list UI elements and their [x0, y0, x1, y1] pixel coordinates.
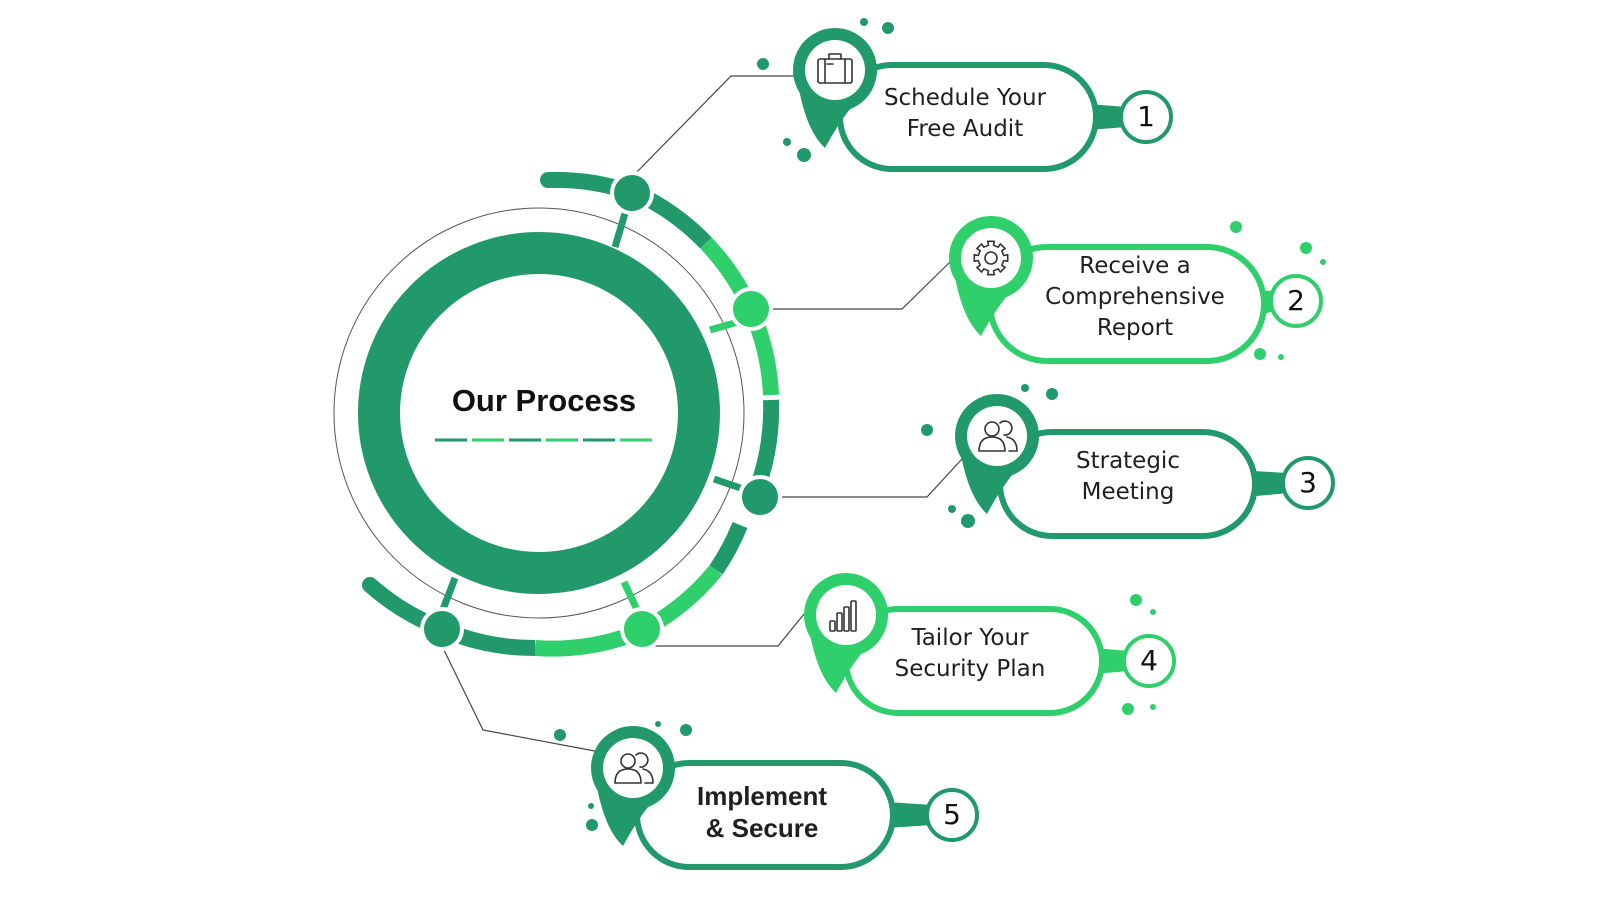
step-number-circle — [1269, 274, 1323, 328]
step-number-circle — [1281, 456, 1335, 510]
decor-dot — [1278, 354, 1284, 360]
step-number: 4 — [1140, 644, 1158, 677]
step-label-line3: Report — [1096, 315, 1174, 341]
outer-thin-ring — [333, 207, 745, 619]
step-label-line2: Meeting — [1081, 479, 1175, 505]
step-label-line2: Security Plan — [894, 656, 1046, 682]
decor-dot — [586, 819, 598, 831]
step-label-line2: Free Audit — [906, 116, 1024, 142]
decor-dot — [882, 22, 894, 34]
step-label-line1: Strategic — [1076, 448, 1180, 474]
decor-dot — [680, 724, 692, 736]
decor-dot — [1150, 609, 1156, 615]
decor-dot — [921, 424, 933, 436]
bar-chart-icon — [829, 600, 857, 632]
decor-dot — [797, 148, 811, 162]
step-number-circle — [1122, 634, 1176, 688]
step-number: 1 — [1137, 100, 1155, 133]
arc-node-5 — [420, 607, 464, 651]
step-number-circle — [1119, 90, 1173, 144]
decor-dot — [1150, 704, 1156, 710]
step-4 — [804, 573, 1176, 716]
step-2 — [949, 216, 1326, 364]
step-3 — [921, 384, 1335, 539]
decor-dot — [554, 729, 566, 741]
briefcase-icon — [817, 53, 853, 84]
step-label-line1: Implement — [696, 781, 828, 811]
step-1 — [757, 18, 1173, 172]
people-icon — [614, 752, 654, 784]
steps-layer — [554, 18, 1335, 870]
decor-dot — [1021, 384, 1029, 392]
arc-node-2 — [729, 287, 773, 331]
arc-node-1 — [610, 171, 654, 215]
decor-dot — [860, 18, 868, 26]
people-icon — [978, 420, 1018, 452]
decor-dot — [961, 514, 975, 528]
icon-pin-inner — [603, 738, 663, 798]
step-number: 2 — [1287, 284, 1305, 317]
step-label-line1: Schedule Your — [883, 85, 1047, 111]
icon-pin-inner — [961, 228, 1021, 288]
decor-dot — [757, 58, 769, 70]
decor-dot — [588, 803, 594, 809]
step-number: 5 — [943, 798, 961, 831]
step-label-line1: Receive a — [1079, 253, 1191, 279]
decor-dot — [1122, 703, 1134, 715]
arc-node-4 — [620, 607, 664, 651]
arc-node-3 — [738, 475, 782, 519]
decor-dot — [783, 138, 791, 146]
step-label-line2: & Secure — [705, 813, 819, 843]
decor-dot — [948, 505, 956, 513]
icon-pin-inner — [816, 585, 876, 645]
icon-pin-inner — [967, 406, 1027, 466]
main-ring — [358, 232, 720, 594]
step-number: 3 — [1299, 466, 1317, 499]
decor-dot — [1230, 221, 1242, 233]
decor-dot — [1320, 259, 1326, 265]
connector-lines — [441, 75, 963, 753]
arc-nodes — [420, 171, 782, 651]
icon-pin-inner — [805, 40, 865, 100]
decor-dot — [1130, 594, 1142, 606]
center-title: Our Process — [451, 383, 637, 418]
decor-dot — [1254, 348, 1266, 360]
step-label: Implement& Secure — [662, 780, 862, 844]
decor-dot — [1300, 242, 1312, 254]
decor-dot — [655, 721, 661, 727]
decor-dot — [1046, 388, 1058, 400]
step-number-circle — [925, 788, 979, 842]
gear-icon — [973, 240, 1009, 276]
step-label-line2: Comprehensive — [1045, 284, 1225, 310]
step-5 — [554, 721, 979, 870]
step-label-line1: Tailor Your — [911, 625, 1029, 651]
